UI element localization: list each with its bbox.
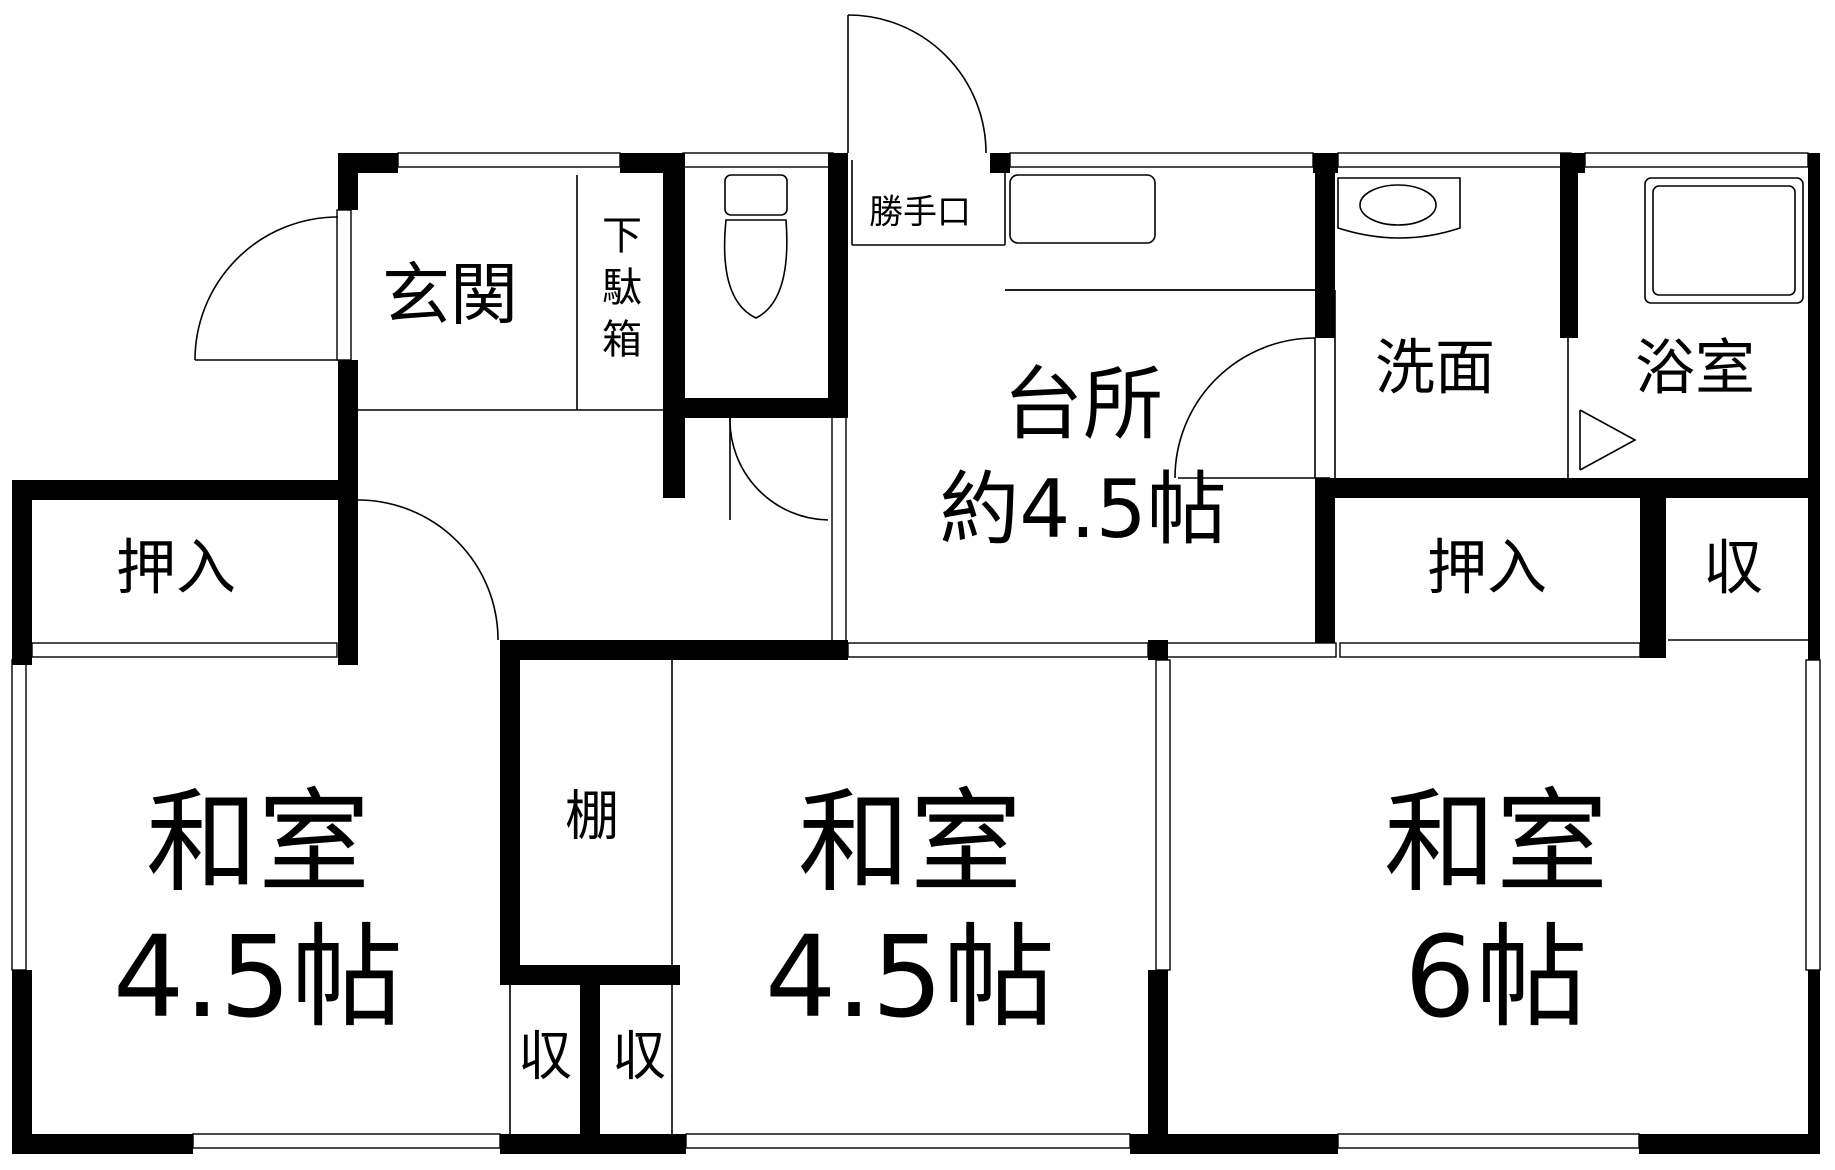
kitchen-size-label: 約4.5帖 [939, 463, 1226, 556]
toilet-tank-icon [724, 174, 788, 216]
oshiire-left-label: 押入 [116, 534, 236, 604]
kattegchi-label: 勝手口 [869, 193, 971, 233]
washitsu-right-name-label: 和室 [1384, 778, 1608, 908]
washitsu-left-name-label: 和室 [146, 778, 370, 908]
shu-b-label: 収 [612, 1025, 666, 1088]
washitsu-center-name-label: 和室 [798, 778, 1022, 908]
fixtures [723, 174, 1804, 319]
getabako-label-1: 下 [602, 213, 642, 259]
shu-right-label: 収 [1703, 534, 1763, 604]
walls [12, 153, 1820, 1154]
labels: 玄関 下 駄 箱 勝手口 台所 約4.5帖 洗面 浴室 押入 押入 収 和室 4… [113, 193, 1763, 1088]
washitsu-center-size-label: 4.5帖 [765, 913, 1055, 1043]
sink-icon [1009, 174, 1156, 244]
washitsu-left-size-label: 4.5帖 [113, 913, 403, 1043]
oshiire-right-label: 押入 [1427, 534, 1547, 604]
getabako-label-3: 箱 [602, 317, 642, 363]
washitsu-right-size-label: 6帖 [1404, 913, 1587, 1043]
kitchen-name-label: 台所 [1003, 358, 1163, 451]
senmen-label: 洗面 [1375, 334, 1495, 404]
toilet-bowl-icon [723, 219, 788, 319]
doors [194, 14, 1637, 641]
genkan-label: 玄関 [382, 257, 518, 336]
yokushitsu-label: 浴室 [1635, 334, 1755, 404]
tana-label: 棚 [565, 785, 619, 848]
getabako-label-2: 駄 [602, 265, 642, 311]
shu-a-label: 収 [518, 1025, 572, 1088]
